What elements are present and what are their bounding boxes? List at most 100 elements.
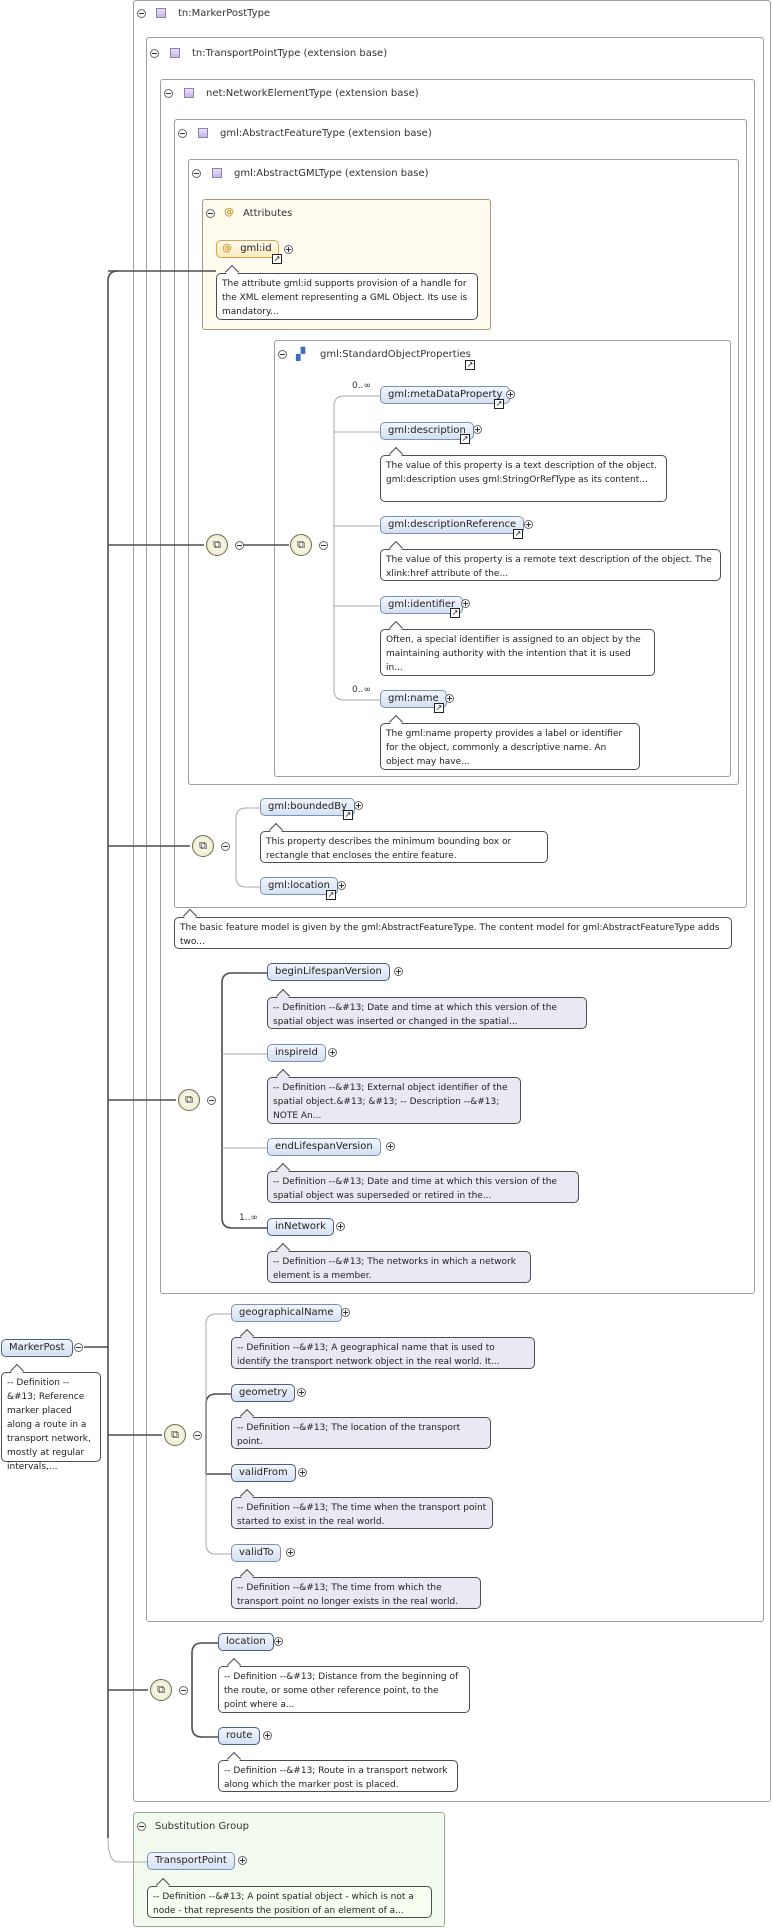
substitution-group-title: Substitution Group <box>155 1821 249 1832</box>
abstract-gml-type-box <box>188 159 739 785</box>
expand-toggle-icon[interactable] <box>297 1388 306 1397</box>
collapse-toggle-icon[interactable] <box>206 209 215 218</box>
expand-toggle-icon[interactable] <box>274 1637 283 1646</box>
description-reference-element[interactable]: gml:descriptionReference <box>380 516 525 534</box>
reference-arrow-icon[interactable]: ↗ <box>513 529 523 539</box>
attributes-title: Attributes <box>243 208 293 219</box>
begin-lifespan-version-doc: -- Definition --&#13; Date and time at w… <box>267 997 587 1029</box>
abstract-feature-type-box <box>174 119 747 908</box>
valid-to-element[interactable]: validTo <box>231 1544 282 1562</box>
expand-toggle-icon[interactable] <box>461 599 470 608</box>
collapse-toggle-icon[interactable] <box>137 9 146 18</box>
reference-arrow-icon[interactable]: ↗ <box>494 399 504 409</box>
marker-post-doc: -- Definition --&#13; Reference marker p… <box>1 1372 101 1472</box>
expand-toggle-icon[interactable] <box>238 1856 247 1865</box>
expand-toggle-icon[interactable] <box>341 1308 350 1317</box>
marker-post-type-box <box>133 0 771 1802</box>
end-lifespan-version-doc: -- Definition --&#13; Date and time at w… <box>267 1171 579 1203</box>
collapse-toggle-icon[interactable] <box>179 1686 188 1695</box>
expand-toggle-icon[interactable] <box>286 1548 295 1557</box>
geometry-element[interactable]: geometry <box>231 1384 296 1402</box>
reference-arrow-icon[interactable]: ↗ <box>343 810 353 820</box>
multiplicity: 1..∞ <box>239 1213 258 1223</box>
collapse-toggle-icon[interactable] <box>278 350 287 359</box>
gml-id-doc: The attribute gml:id supports provision … <box>216 273 478 320</box>
expand-toggle-icon[interactable] <box>445 694 454 703</box>
begin-lifespan-version-element[interactable]: beginLifespanVersion <box>267 963 390 981</box>
collapse-toggle-icon[interactable] <box>150 49 159 58</box>
collapse-toggle-icon[interactable] <box>178 129 187 138</box>
marker-post-root-element[interactable]: MarkerPost <box>1 1339 73 1357</box>
transport-point-type-title: tn:TransportPointType (extension base) <box>192 48 388 59</box>
collapse-toggle-icon[interactable] <box>193 1431 202 1440</box>
collapse-toggle-icon[interactable] <box>319 541 328 550</box>
reference-arrow-icon[interactable]: ↗ <box>460 434 470 444</box>
valid-from-element[interactable]: validFrom <box>231 1464 296 1482</box>
expand-toggle-icon[interactable] <box>506 390 515 399</box>
transport-point-type-box <box>146 37 764 1622</box>
valid-to-doc: -- Definition --&#13; The time from whic… <box>231 1577 481 1609</box>
expand-toggle-icon[interactable] <box>473 425 482 434</box>
at-sign-icon: @ <box>222 243 232 254</box>
expand-toggle-icon[interactable] <box>394 967 403 976</box>
route-doc: -- Definition --&#13; Route in a transpo… <box>218 1760 458 1792</box>
multiplicity: 0..∞ <box>352 381 371 391</box>
model-group-icon: ▞ <box>296 347 306 361</box>
gml-id-label: gml:id <box>240 243 272 254</box>
reference-arrow-icon[interactable]: ↗ <box>272 254 282 264</box>
sequence-compositor-icon[interactable]: ⧉ <box>206 534 228 556</box>
expand-toggle-icon[interactable] <box>354 801 363 810</box>
abstract-feature-doc: The basic feature model is given by the … <box>174 917 732 949</box>
description-reference-doc: The value of this property is a remote t… <box>380 549 721 581</box>
inspire-id-doc: -- Definition --&#13; External object id… <box>267 1077 521 1124</box>
expand-toggle-icon[interactable] <box>386 1142 395 1151</box>
transport-point-doc: -- Definition --&#13; A point spatial ob… <box>147 1886 432 1918</box>
sequence-compositor-icon[interactable]: ⧉ <box>178 1089 200 1111</box>
standard-object-properties-title: gml:StandardObjectProperties <box>320 349 471 360</box>
expand-toggle-icon[interactable] <box>284 245 293 254</box>
in-network-element[interactable]: inNetwork <box>267 1218 334 1236</box>
route-element[interactable]: route <box>218 1727 261 1745</box>
at-sign-icon: @ <box>224 207 234 218</box>
location-marker-element[interactable]: location <box>218 1633 274 1651</box>
collapse-toggle-icon[interactable] <box>74 1343 83 1352</box>
valid-from-doc: -- Definition --&#13; The time when the … <box>231 1497 493 1529</box>
identifier-element[interactable]: gml:identifier <box>380 596 464 614</box>
collapse-toggle-icon[interactable] <box>137 1822 146 1831</box>
location-marker-doc: -- Definition --&#13; Distance from the … <box>218 1666 470 1713</box>
collapse-toggle-icon[interactable] <box>207 1096 216 1105</box>
complex-type-icon <box>184 88 194 98</box>
collapse-toggle-icon[interactable] <box>235 541 244 550</box>
expand-toggle-icon[interactable] <box>524 520 533 529</box>
gml-id-attribute[interactable]: @ gml:id <box>216 240 279 258</box>
name-doc: The gml:name property provides a label o… <box>380 723 640 770</box>
in-network-doc: -- Definition --&#13; The networks in wh… <box>267 1251 531 1283</box>
sequence-compositor-icon[interactable]: ⧉ <box>164 1424 186 1446</box>
expand-toggle-icon[interactable] <box>263 1731 272 1740</box>
collapse-toggle-icon[interactable] <box>192 169 201 178</box>
reference-arrow-icon[interactable]: ↗ <box>326 890 336 900</box>
sequence-compositor-icon[interactable]: ⧉ <box>192 835 214 857</box>
reference-arrow-icon[interactable]: ↗ <box>434 703 444 713</box>
bounded-by-element[interactable]: gml:boundedBy <box>260 798 356 816</box>
geometry-doc: -- Definition --&#13; The location of th… <box>231 1417 491 1449</box>
abstract-gml-type-title: gml:AbstractGMLType (extension base) <box>234 168 429 179</box>
geographical-name-doc: -- Definition --&#13; A geographical nam… <box>231 1337 535 1369</box>
expand-toggle-icon[interactable] <box>298 1468 307 1477</box>
transport-point-element[interactable]: TransportPoint <box>147 1852 235 1870</box>
complex-type-icon <box>170 48 180 58</box>
end-lifespan-version-element[interactable]: endLifespanVersion <box>267 1138 381 1156</box>
collapse-toggle-icon[interactable] <box>164 89 173 98</box>
expand-toggle-icon[interactable] <box>336 1222 345 1231</box>
sequence-compositor-icon[interactable]: ⧉ <box>290 534 312 556</box>
meta-data-property-element[interactable]: gml:metaDataProperty <box>380 386 511 404</box>
complex-type-icon <box>156 8 166 18</box>
sequence-compositor-icon[interactable]: ⧉ <box>150 1679 172 1701</box>
reference-arrow-icon[interactable]: ↗ <box>465 360 475 370</box>
expand-toggle-icon[interactable] <box>328 1048 337 1057</box>
expand-toggle-icon[interactable] <box>337 881 346 890</box>
abstract-feature-type-title: gml:AbstractFeatureType (extension base) <box>220 128 432 139</box>
inspire-id-element[interactable]: inspireId <box>267 1044 326 1062</box>
reference-arrow-icon[interactable]: ↗ <box>450 608 460 618</box>
collapse-toggle-icon[interactable] <box>221 842 230 851</box>
